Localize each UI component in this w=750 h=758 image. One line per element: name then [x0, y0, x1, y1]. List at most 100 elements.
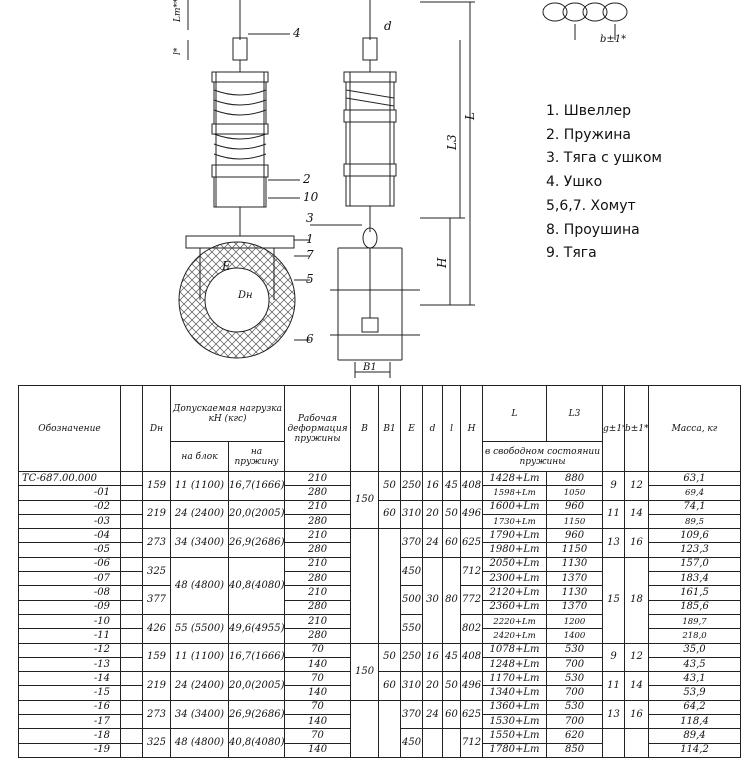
cell-blank	[120, 485, 143, 501]
cell-dn: 159	[142, 642, 171, 673]
callout-3: 3	[306, 211, 314, 225]
cell-blk: 48 (4800)	[170, 556, 229, 615]
cell-E: 370	[400, 528, 424, 558]
header-mass: Масса, кг	[648, 385, 742, 472]
cell-L: 1170+Lт	[482, 671, 548, 687]
cell-m: 35,0	[648, 642, 742, 658]
cell-L3: 1400	[546, 628, 604, 644]
cell-g: 11	[602, 499, 626, 530]
cell-def: 210	[284, 613, 352, 630]
cell-spr: 20,0(2005)	[227, 499, 286, 530]
cell-dn: 273	[142, 528, 171, 558]
cell-E: 310	[400, 671, 424, 701]
cell-def: 280	[284, 628, 352, 644]
cell-H: 712	[460, 556, 484, 587]
cell-L: 1730+Lт	[482, 513, 548, 530]
cell-L: 2300+Lт	[482, 571, 548, 587]
cell-des: -10	[18, 613, 121, 630]
cell-L: 1790+Lт	[482, 528, 548, 544]
cell-blk: 34 (3400)	[170, 528, 229, 558]
cell-blank	[120, 742, 143, 758]
cell-L: 2360+Lт	[482, 599, 548, 615]
legend-item: 1. Швеллер	[546, 103, 632, 119]
cell-H: 802	[460, 613, 484, 644]
callout-1: 1	[306, 232, 314, 246]
cell-blk: 24 (2400)	[170, 671, 229, 701]
cell-L3: 960	[546, 499, 604, 515]
cell-def: 140	[284, 742, 352, 758]
header-B1: B1	[378, 385, 402, 472]
callout-10: 10	[303, 190, 319, 204]
cell-dn: 273	[142, 699, 171, 730]
cell-b: 14	[624, 499, 650, 530]
cell-d: 16	[422, 471, 444, 501]
cell-E: 370	[400, 699, 424, 730]
legend-item: 5,6,7. Хомут	[546, 197, 636, 214]
header-free-state: в свободном состоянии пружины	[482, 441, 604, 472]
cell-E: 500	[400, 585, 424, 615]
cell-B1: 60	[378, 499, 402, 530]
cell-m: 114,2	[648, 742, 742, 758]
header-designation: Обозначение	[18, 385, 121, 472]
cell-spr: 26,9(2686)	[227, 528, 286, 558]
cell-m: 89,4	[648, 728, 742, 744]
cell-E: 550	[400, 613, 424, 644]
cell-E: 450	[400, 556, 424, 587]
cell-blank	[120, 613, 143, 630]
cell-m: 69,4	[648, 485, 742, 501]
cell-blk: 24 (2400)	[170, 499, 229, 530]
cell-def: 280	[284, 571, 352, 587]
cell-blk: 55 (5500)	[170, 613, 229, 644]
cell-L3: 620	[546, 728, 604, 744]
cell-blank	[120, 628, 143, 644]
cell-des: -14	[18, 671, 121, 687]
cell-des: -05	[18, 542, 121, 558]
cell-dn: 325	[142, 728, 171, 758]
cell-spr: 40,8(4080)	[227, 728, 286, 758]
cell-B1	[378, 699, 402, 758]
cell-L3: 700	[546, 656, 604, 673]
cell-des: -08	[18, 585, 121, 601]
cell-dn: 377	[142, 585, 171, 615]
cell-blank	[120, 714, 143, 730]
cell-B: 150	[350, 470, 380, 530]
cell-m: 89,5	[648, 513, 742, 530]
cell-blank	[120, 470, 143, 487]
cell-L3: 1130	[546, 585, 604, 601]
cell-spr: 26,9(2686)	[227, 699, 286, 730]
cell-B	[350, 699, 380, 758]
cell-L3: 530	[546, 699, 604, 716]
header-load-spring: на пружину	[227, 441, 286, 472]
cell-des: ТС-687.00.000	[18, 470, 121, 487]
cell-m: 64,2	[648, 699, 742, 716]
dim-l: l*	[173, 47, 183, 55]
cell-L3: 530	[546, 671, 604, 687]
cell-blank	[120, 542, 143, 558]
cell-m: 43,1	[648, 671, 742, 687]
cell-dn: 426	[142, 613, 171, 644]
cell-blank	[120, 585, 143, 601]
cell-spr: 16,7(1666)	[227, 642, 286, 673]
dim-B1: B1	[362, 362, 377, 373]
lug-4	[232, 37, 248, 61]
cell-des: -11	[18, 628, 121, 644]
cell-L: 1598+Lт	[482, 485, 548, 501]
cell-m: 218,0	[648, 628, 742, 644]
cell-blank	[120, 642, 143, 658]
cell-m: 123,3	[648, 542, 742, 558]
cell-g: 9	[602, 471, 626, 501]
cell-def: 70	[284, 671, 352, 687]
header-g: g±1*	[602, 385, 626, 472]
cell-blk: 11 (1100)	[170, 471, 229, 501]
cell-des: -06	[18, 556, 121, 573]
cell-blank	[120, 685, 143, 701]
cell-L: 2120+Lт	[482, 585, 548, 601]
cell-def: 140	[284, 656, 352, 673]
cell-g: 9	[602, 642, 626, 673]
cell-L3: 1370	[546, 571, 604, 587]
